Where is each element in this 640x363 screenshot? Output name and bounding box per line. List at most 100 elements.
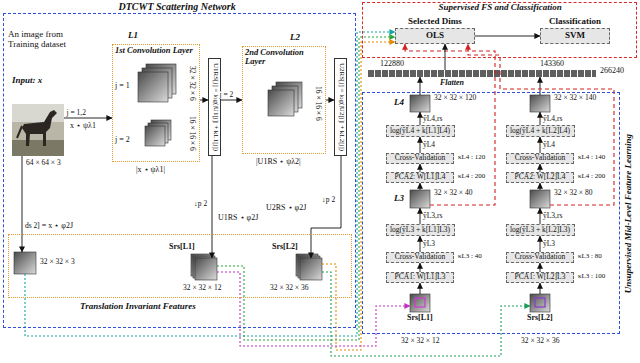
node-text: 143360: [540, 60, 564, 69]
feature-map: 32 × 32 × 3: [14, 252, 36, 274]
feature-map: [300, 258, 322, 280]
edge-label: ŷL4,rs: [423, 115, 442, 123]
node-text: PCA2: W[L2]L4: [515, 173, 566, 181]
connector: [420, 236, 421, 252]
free-label: x ⋆ ψλ1: [70, 122, 96, 131]
node-text: Selected Dims: [408, 17, 462, 27]
process-box: log(ŷL4 + k[L1]L4): [386, 125, 455, 137]
connector: [420, 112, 421, 125]
node-text: Cross-Validation: [395, 253, 445, 261]
feature-map: [410, 190, 430, 208]
connector: [25, 32, 395, 336]
feature-map: Srs[L1]32 × 32 × 12: [410, 294, 430, 312]
patch-marker: [415, 298, 425, 307]
feature-stack: Srs[L2]32 × 32 × 36: [300, 258, 322, 280]
edge-label: ŷL3,rs: [423, 212, 442, 220]
feature-map: [530, 95, 550, 112]
process-box: ClassificationSVM: [540, 28, 610, 44]
horse-photo: [12, 104, 64, 156]
node-text: Flatten: [440, 79, 464, 88]
node-text: log(ŷL3 + k[L1]L3): [390, 226, 450, 234]
conv-layer-box: 1st Convolution Layer j = 1 32 × 32 × 6 j =…: [112, 44, 200, 162]
process-box: Selected DimsOLS: [395, 28, 475, 44]
log-box: U2RS[j] = log(|U2[j]| + kL2[j]): [334, 58, 347, 156]
node-text: j = 2: [115, 136, 130, 145]
free-label: L2: [290, 33, 300, 43]
node-text: U1RS[j] = log(|U1[j]| + kL1[j]): [211, 63, 219, 151]
feature-map: [530, 190, 550, 208]
node-text: Srs[L1]: [169, 243, 195, 252]
edge-label: ŷL3: [423, 240, 435, 248]
flatten-bar: 122880143360266240Flatten: [368, 70, 596, 77]
free-label: U1RS ⋆ φ2J: [218, 214, 258, 223]
node-text: 32 × 32 × 36: [521, 337, 559, 345]
feature-map: 32 × 32 × 140: [530, 95, 550, 112]
connector: [322, 272, 530, 356]
free-label: U2RS ⋆ φ2J: [266, 204, 306, 213]
free-label: κL3 : 100: [578, 273, 605, 281]
node-text: 32 × 32 × 12: [401, 337, 439, 345]
feature-map: L432 × 32 × 120: [410, 95, 430, 112]
process-box: Cross-Validation: [386, 153, 454, 164]
connector: [217, 272, 410, 346]
node-text: OLS: [426, 31, 444, 41]
process-box: log(ŷL4 + k[L2]L4): [506, 125, 575, 137]
process-box: Cross-Validation: [386, 252, 454, 263]
feature-map: [195, 258, 217, 280]
node-text: log(ŷL4 + k[L2]L4): [510, 127, 570, 135]
node-text: Cross-Validation: [515, 253, 565, 261]
feature-group: Translation Invariant Features32 × 32 × …: [8, 234, 352, 298]
node-text: 122880: [380, 60, 404, 69]
node-text: j = 1: [115, 82, 130, 91]
node-text: PCA1: W[L1]L3: [395, 273, 446, 281]
photo-ground: [12, 104, 64, 156]
connector: [200, 100, 208, 101]
classification-panel: Supervised FS and ClassificationSelected…: [362, 2, 637, 58]
node-text: PCA2: W[L1]L4: [395, 173, 446, 181]
node-text: Translation Invariant Features: [80, 302, 196, 312]
connector: [445, 44, 446, 70]
connector: [540, 183, 541, 190]
free-label: κL4 : 200: [458, 173, 485, 181]
node-text: Srs[L1]: [407, 314, 433, 323]
feature-map: L332 × 32 × 40: [410, 190, 430, 208]
node-text: DTCWT Scattering Network: [119, 1, 236, 12]
node-text: 1st Convolution Layer: [115, 46, 197, 55]
connector: [22, 156, 23, 252]
connector: [322, 42, 395, 350]
connector: [540, 263, 541, 272]
network-panel: DTCWT Scattering NetworkAn image from Tr…: [3, 13, 356, 328]
node-text: L3: [394, 194, 404, 204]
node-text: 64 × 64 × 3: [26, 159, 61, 167]
process-box: log(ŷL3 + k[L2]L3): [506, 224, 575, 236]
process-box: PCA2: W[L1]L4: [386, 172, 454, 183]
connector: [420, 263, 421, 272]
node-text: 2nd Convolution Layer: [245, 48, 323, 67]
node-text: L4: [394, 98, 404, 108]
edge-label: ŷL4: [423, 141, 435, 149]
connector: [64, 118, 112, 119]
node-text: 266240: [600, 67, 624, 76]
connector: [475, 36, 540, 37]
free-label: L1: [128, 31, 138, 41]
node-text: Srs[L2]: [272, 243, 298, 252]
node-text: 16 × 16 × 6: [188, 116, 196, 151]
node-text: PCA1: W[L2]L3: [515, 273, 566, 281]
node-text: 32 × 32 × 140: [554, 94, 596, 102]
edge-label: j = 1,2: [67, 109, 86, 117]
process-box: PCA2: W[L2]L4: [506, 172, 574, 183]
feature-map: Srs[L2]32 × 32 × 36: [530, 294, 550, 312]
free-label: |U1RS ⋆ ψλ2|: [256, 158, 301, 167]
connector: [540, 164, 541, 172]
connector: [212, 156, 213, 258]
node-text: Unsupervised Mid-Level Feature Learning: [624, 134, 634, 293]
horse-shape: [22, 110, 57, 146]
node-text: 32 × 32 × 6: [188, 66, 196, 101]
node-text: log(ŷL3 + k[L2]L3): [510, 226, 570, 234]
feature-maps: [14, 64, 550, 312]
connector: [540, 283, 541, 294]
feature-learning-panel: Unsupervised Mid-Level Feature LearningS…: [362, 92, 620, 334]
free-label: κL4 : 140: [578, 154, 605, 162]
node-text: Supervised FS and Classification: [439, 3, 562, 13]
